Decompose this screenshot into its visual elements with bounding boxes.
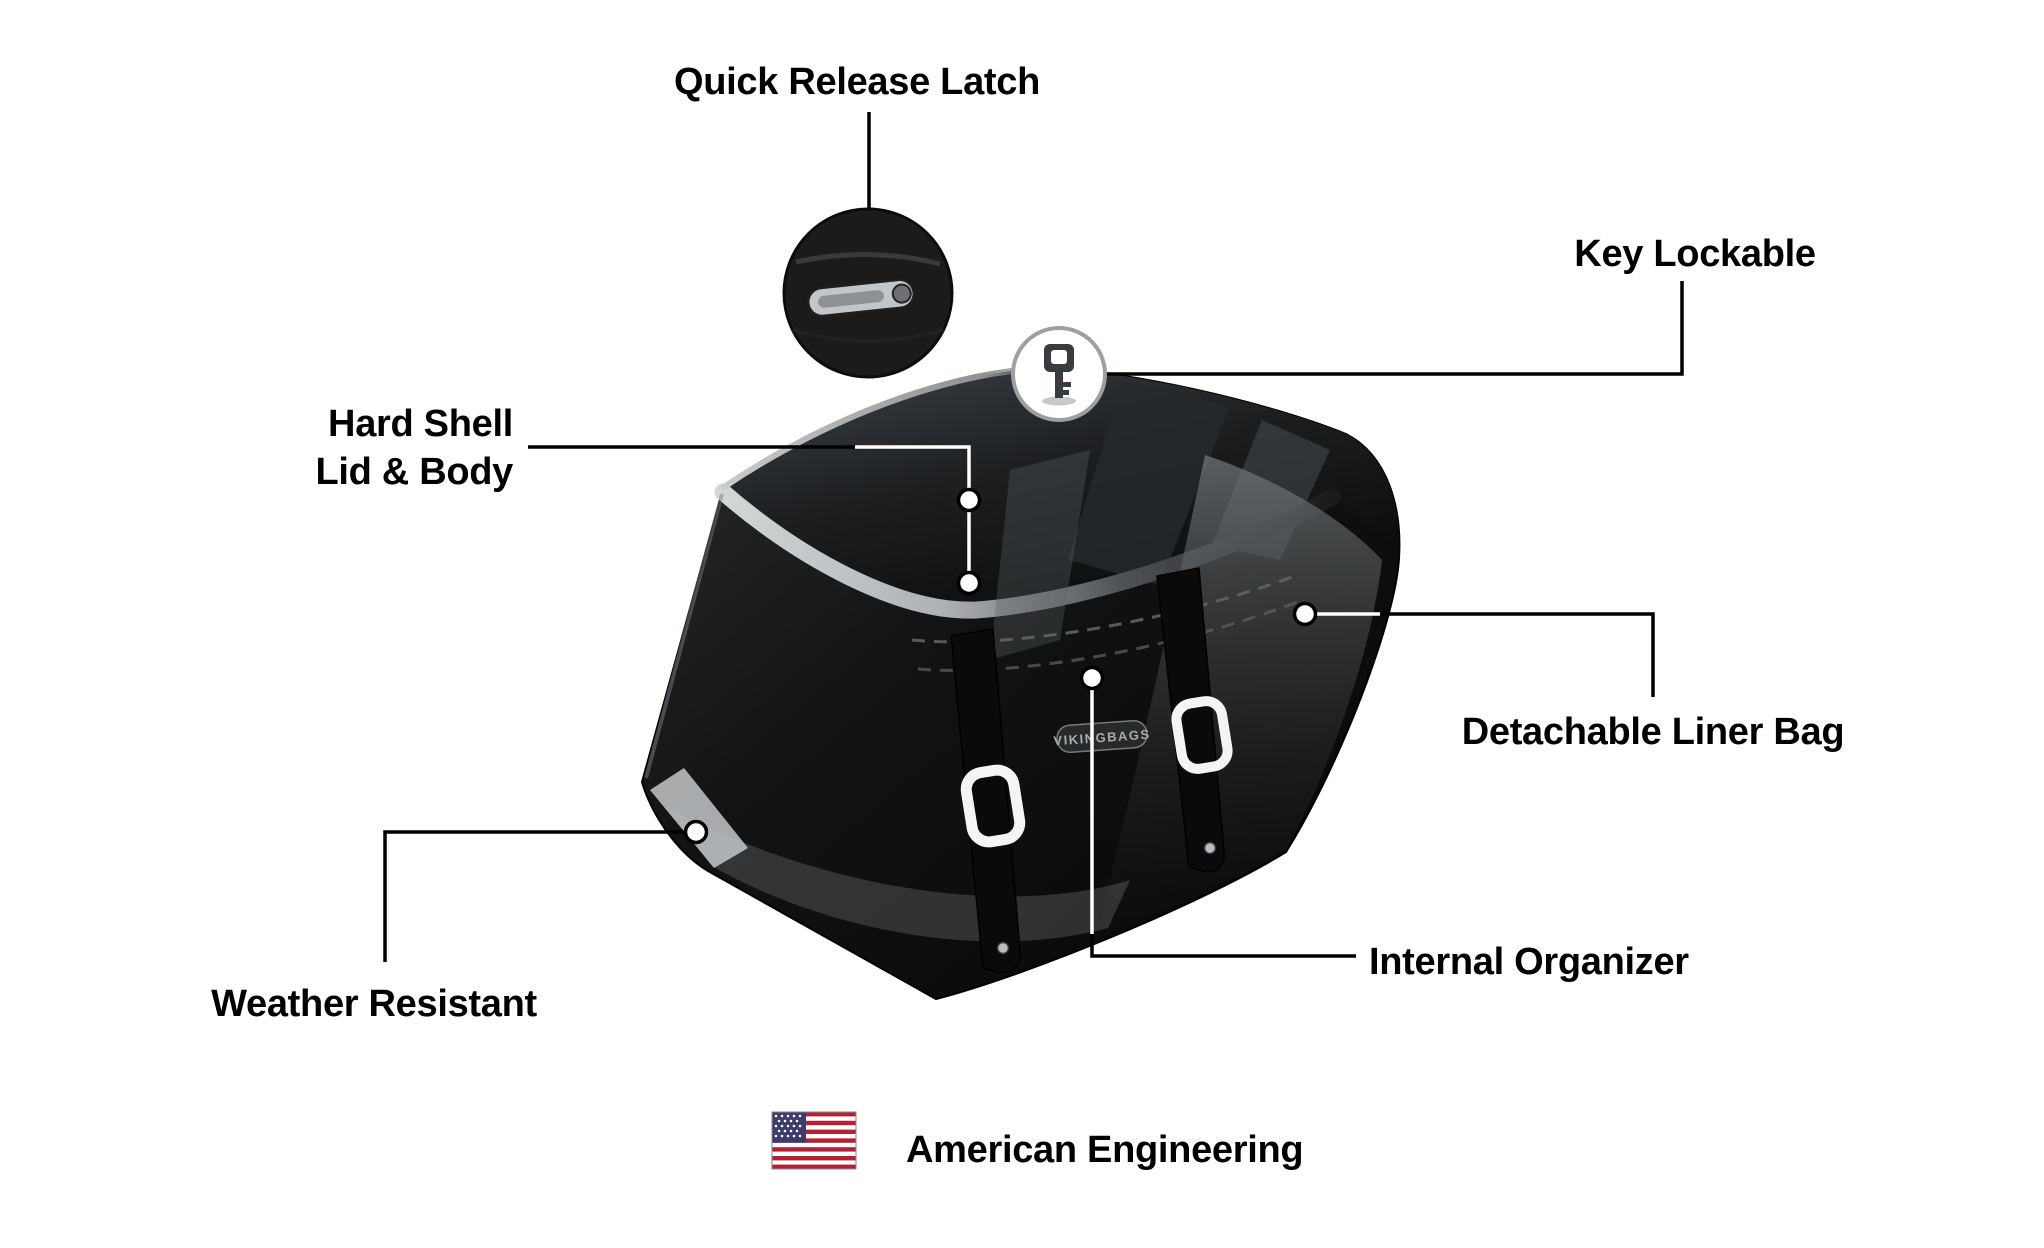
bag-lid <box>723 369 1400 611</box>
body-gloss-right <box>1096 455 1382 938</box>
strap-right <box>1156 567 1225 873</box>
callout-line-liner <box>1380 612 1655 697</box>
strap-left-stud <box>996 941 1010 955</box>
key-lock-inset <box>1011 326 1107 422</box>
callout-dot-weather <box>683 819 709 845</box>
callout-label-hard-shell-line2: Lid & Body <box>315 451 513 493</box>
key-icon <box>1042 344 1076 406</box>
callout-lines <box>383 112 1684 962</box>
callout-label-hard-shell-line1: Hard Shell <box>328 403 513 445</box>
callout-label-weather-resistant: Weather Resistant <box>211 983 537 1025</box>
brand-logo-text: VIKINGBAGS <box>1053 727 1151 749</box>
callout-line-hard-shell-on-bag <box>855 445 971 583</box>
callout-dots <box>683 487 1318 845</box>
callout-label-detachable-liner-bag: Detachable Liner Bag <box>1461 711 1845 753</box>
lower-left-highlight <box>650 768 748 868</box>
callout-line-key-lockable <box>1105 281 1684 376</box>
callout-line-organizer <box>1090 934 1356 958</box>
callout-dot-liner-bag <box>1292 601 1318 627</box>
footer-label-american-engineering: American Engineering <box>906 1129 1304 1171</box>
strap-left <box>950 628 1021 974</box>
strap-right-stud <box>1203 841 1217 855</box>
latch-inset-seam-bottom <box>791 328 945 343</box>
callout-line-weather <box>383 830 696 962</box>
callout-label-internal-organizer: Internal Organizer <box>1369 941 1689 983</box>
left-edge-highlight <box>644 493 724 779</box>
body-gloss-mid <box>990 450 1090 660</box>
latch-icon <box>806 278 916 318</box>
saddlebag-illustration: VIKINGBAGS <box>640 365 1401 1001</box>
callout-label-hard-shell: Hard Shell Lid & Body <box>315 400 513 496</box>
callout-dot-organizer <box>1079 665 1105 691</box>
us-flag-icon <box>771 1111 857 1170</box>
lid-reflection-dark <box>1068 382 1230 585</box>
callout-dot-hard-shell-body <box>956 570 982 596</box>
latch-zoom-inset <box>782 207 954 379</box>
buckle-left <box>960 764 1026 848</box>
brand-logo-plate: VIKINGBAGS <box>1053 720 1151 753</box>
latch-inset-seam-top <box>795 251 941 267</box>
callout-label-key-lockable: Key Lockable <box>1574 233 1816 275</box>
callout-label-quick-release-latch: Quick Release Latch <box>673 61 1041 103</box>
callout-dot-hard-shell-lid <box>956 487 982 513</box>
buckle-right <box>1171 696 1233 774</box>
